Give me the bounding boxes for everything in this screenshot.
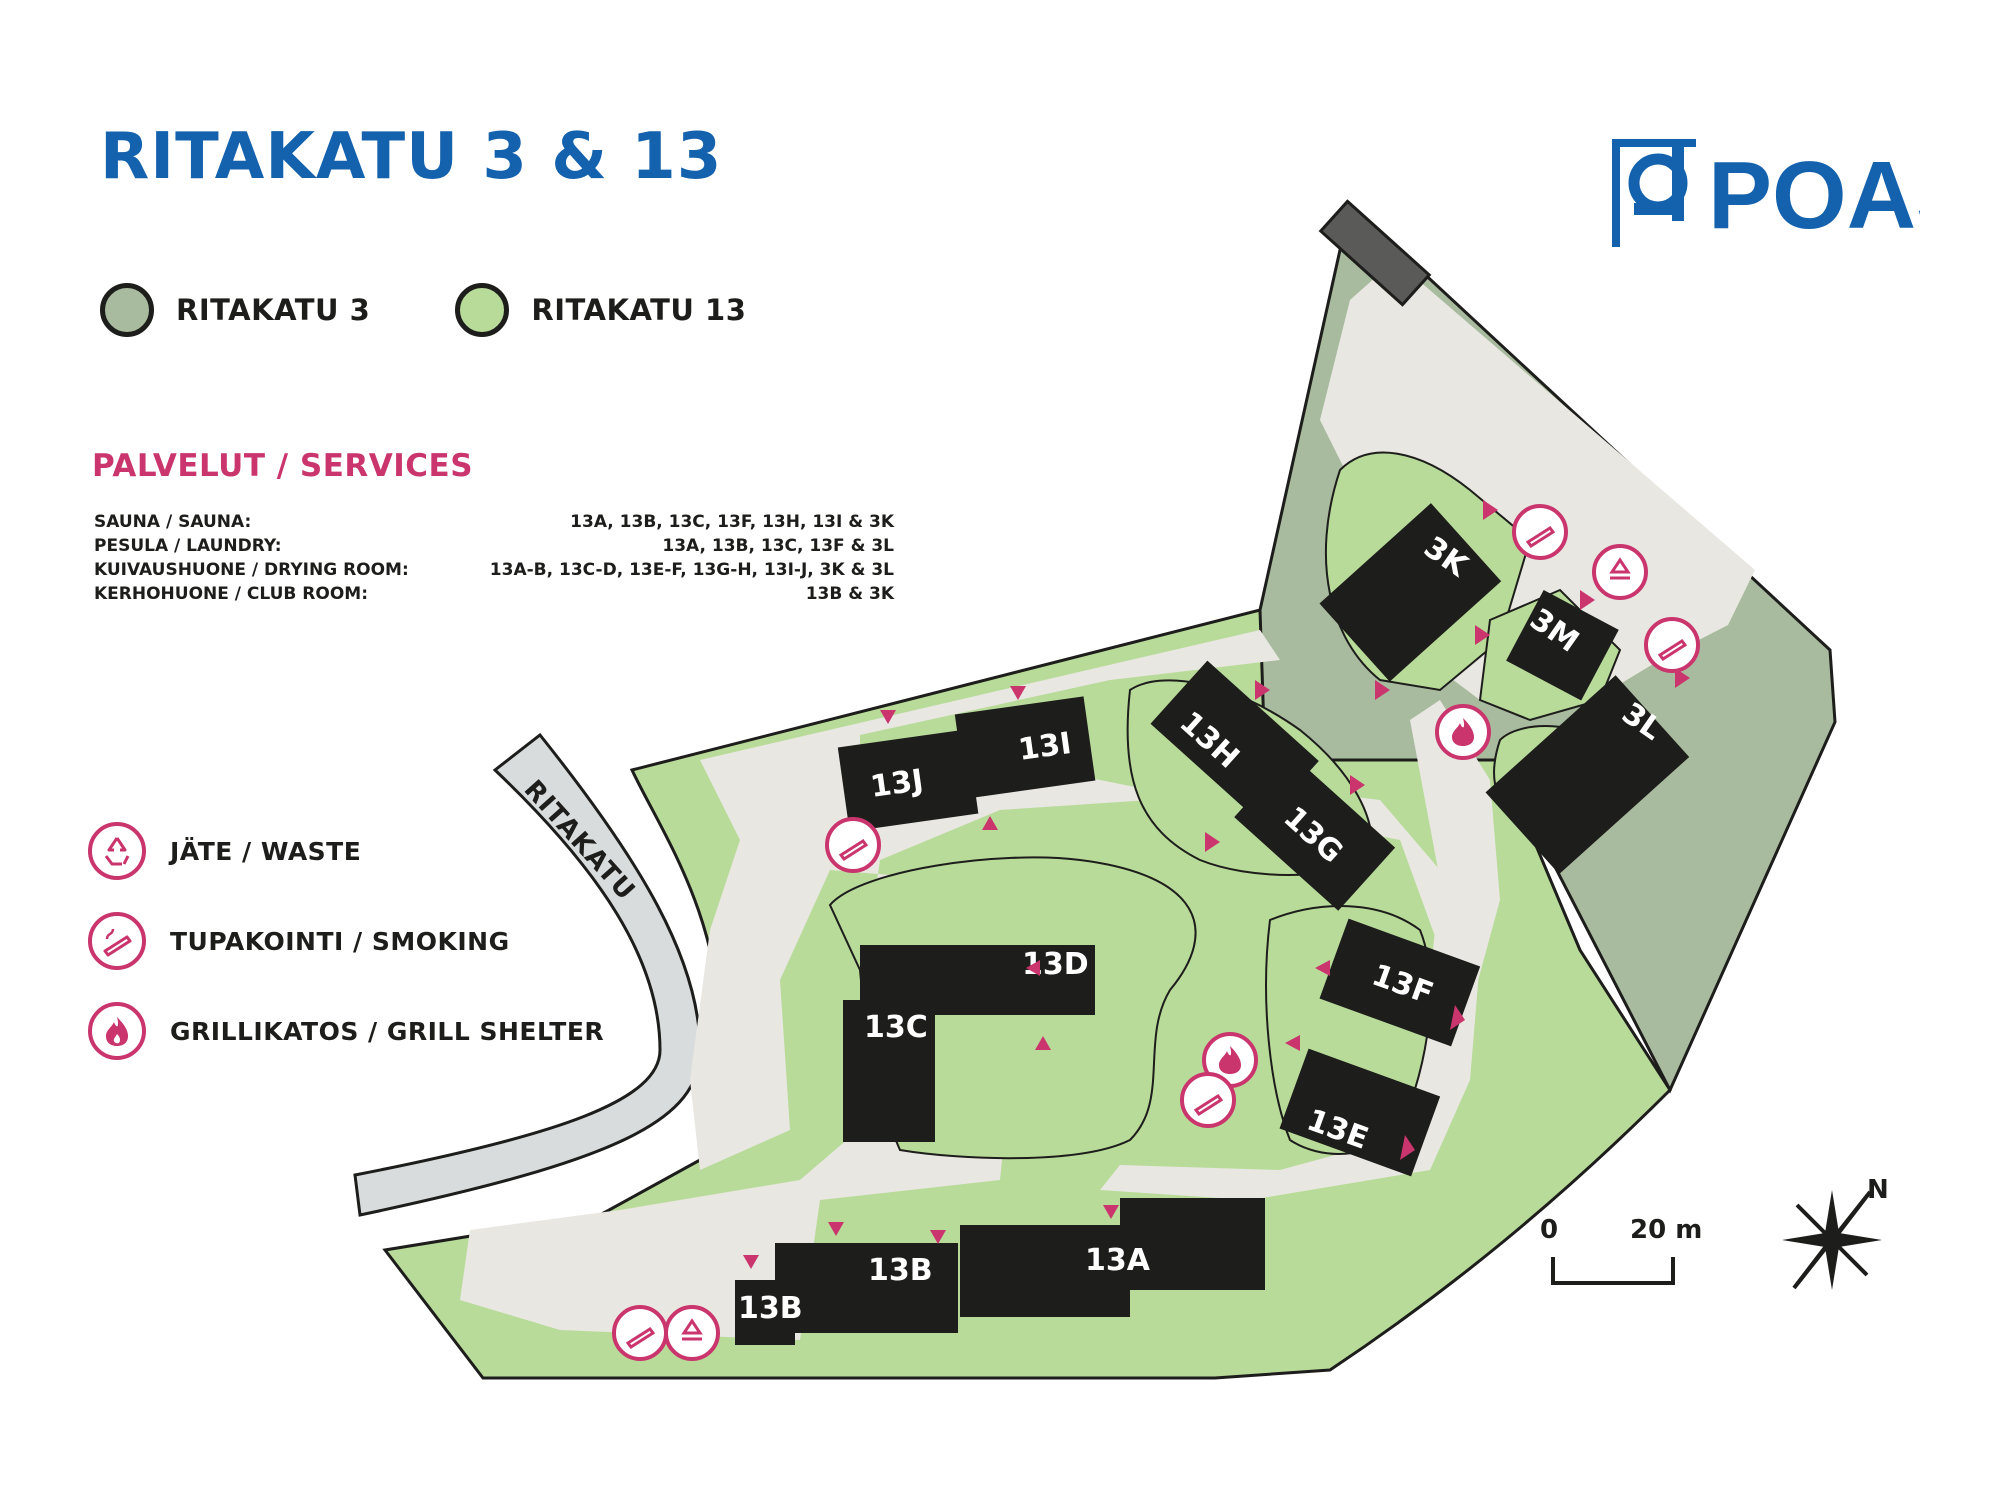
buildings: [735, 503, 1690, 1345]
recycle-icon: [1592, 544, 1648, 600]
entrance-marker: [1103, 1205, 1119, 1219]
cigarette-icon: [612, 1305, 668, 1361]
parking-shelter: [1318, 199, 1432, 307]
building-label-13a: 13A: [1085, 1243, 1151, 1278]
building-label-13c: 13C: [864, 1010, 928, 1045]
entrance-marker: [1375, 680, 1390, 700]
poi-label: TUPAKOINTI / SMOKING: [170, 926, 510, 956]
entrance-marker: [1205, 832, 1220, 852]
service-value: 13B & 3K: [805, 584, 894, 604]
entrance-marker: [1285, 1035, 1300, 1051]
poi-item-smoking: TUPAKOINTI / SMOKING: [88, 910, 604, 972]
building-3l: [1485, 675, 1690, 875]
map-poi-icons: [612, 504, 1700, 1361]
recycle-icon: [664, 1305, 720, 1361]
building-13e: [1279, 1048, 1441, 1177]
ritakatu-3-swatch: [100, 283, 154, 337]
legend-item-ritakatu-3: RITAKATU 3: [100, 283, 370, 337]
building-label-13b-small: 13B: [738, 1291, 803, 1326]
service-row-drying-room: KUIVAUSHUONE / DRYING ROOM: 13A-B, 13C-D…: [94, 558, 894, 582]
service-name: KERHOHUONE / CLUB ROOM:: [94, 584, 369, 604]
poi-item-waste: JÄTE / WASTE: [88, 820, 604, 882]
service-name: SAUNA / SAUNA:: [94, 512, 252, 532]
building-13b-small: [735, 1280, 795, 1345]
building-label-13i: 13I: [1016, 726, 1073, 768]
building-label-13d: 13D: [1022, 947, 1089, 982]
building-13a: [1120, 1198, 1265, 1290]
entrance-marker: [1400, 1135, 1415, 1160]
entrance-marker: [1315, 960, 1330, 976]
fire-icon: [1435, 704, 1491, 760]
building-13c: [843, 1000, 935, 1142]
building-label-13b: 13B: [868, 1253, 933, 1288]
service-value: 13A-B, 13C-D, 13E-F, 13G-H, 13I-J, 3K & …: [489, 560, 894, 580]
service-value: 13A, 13B, 13C, 13F & 3L: [662, 536, 894, 556]
poi-legend: JÄTE / WASTE TUPAKOINTI / SMOKING GRILLI…: [88, 820, 604, 1090]
building-label-13j: 13J: [868, 763, 925, 805]
entrance-marker: [982, 816, 998, 830]
poi-label: JÄTE / WASTE: [170, 836, 362, 866]
map-legend: RITAKATU 3 RITAKATU 13: [100, 275, 831, 345]
page-title: RITAKATU 3 & 13: [100, 120, 723, 194]
entrance-marker: [1035, 1036, 1051, 1050]
entrance-marker: [1026, 960, 1040, 976]
entrance-marker: [743, 1255, 759, 1269]
entrance-marker: [1475, 625, 1490, 645]
building-13j: [837, 729, 979, 832]
service-name: PESULA / LAUNDRY:: [94, 536, 282, 556]
recycle-icon: [88, 822, 146, 880]
compass-rose-icon: [1782, 1190, 1882, 1290]
entrance-marker: [880, 710, 896, 724]
ritakatu-road: [353, 732, 702, 1217]
building-13a-low: [960, 1225, 1130, 1317]
service-value: 13A, 13B, 13C, 13F, 13H, 13I & 3K: [570, 512, 894, 532]
cigarette-icon: [1644, 617, 1700, 673]
entrance-marker: [930, 1230, 946, 1244]
legend-label: RITAKATU 13: [531, 293, 747, 327]
poi-item-grill-shelter: GRILLIKATOS / GRILL SHELTER: [88, 1000, 604, 1062]
services-heading: PALVELUT / SERVICES: [92, 448, 474, 484]
entrance-markers: [743, 500, 1690, 1269]
entrance-marker: [1350, 775, 1365, 795]
fire-icon: [88, 1002, 146, 1060]
entrance-marker: [1010, 686, 1026, 700]
entrance-marker: [1675, 668, 1690, 688]
building-13i: [954, 696, 1096, 799]
cigarette-icon: [1512, 504, 1568, 560]
cigarette-icon: [1180, 1072, 1236, 1128]
legend-label: RITAKATU 3: [176, 293, 371, 327]
building-13b: [775, 1243, 958, 1333]
building-3m: [1506, 589, 1619, 701]
building-3k: [1319, 503, 1502, 682]
scale-start-label: 0: [1540, 1215, 1559, 1245]
entrance-marker: [1450, 1005, 1465, 1030]
cigarette-icon: [825, 817, 881, 873]
entrance-marker: [828, 1222, 844, 1236]
scale-bar-line: [1551, 1257, 1675, 1285]
service-row-sauna: SAUNA / SAUNA: 13A, 13B, 13C, 13F, 13H, …: [94, 510, 894, 534]
ritakatu-13-swatch: [455, 283, 510, 337]
entrance-marker: [1580, 590, 1595, 610]
service-row-laundry: PESULA / LAUNDRY: 13A, 13B, 13C, 13F & 3…: [94, 534, 894, 558]
compass-north-label: N: [1867, 1175, 1889, 1205]
service-name: KUIVAUSHUONE / DRYING ROOM:: [94, 560, 409, 580]
service-row-club-room: KERHOHUONE / CLUB ROOM: 13B & 3K: [94, 582, 894, 606]
cigarette-icon: [88, 912, 146, 970]
building-13g: [1234, 753, 1396, 911]
building-13f: [1319, 918, 1481, 1047]
scale-end-label: 20 m: [1630, 1215, 1703, 1245]
scale-bar: 0 20 m: [1540, 1215, 1740, 1295]
fire-icon: [1202, 1032, 1258, 1088]
poi-label: GRILLIKATOS / GRILL SHELTER: [170, 1016, 605, 1046]
entrance-marker: [1483, 500, 1498, 520]
entrance-marker: [1255, 680, 1270, 700]
services-table: SAUNA / SAUNA: 13A, 13B, 13C, 13F, 13H, …: [94, 510, 894, 606]
path-east: [1390, 700, 1500, 1100]
legend-item-ritakatu-13: RITAKATU 13: [455, 283, 746, 337]
